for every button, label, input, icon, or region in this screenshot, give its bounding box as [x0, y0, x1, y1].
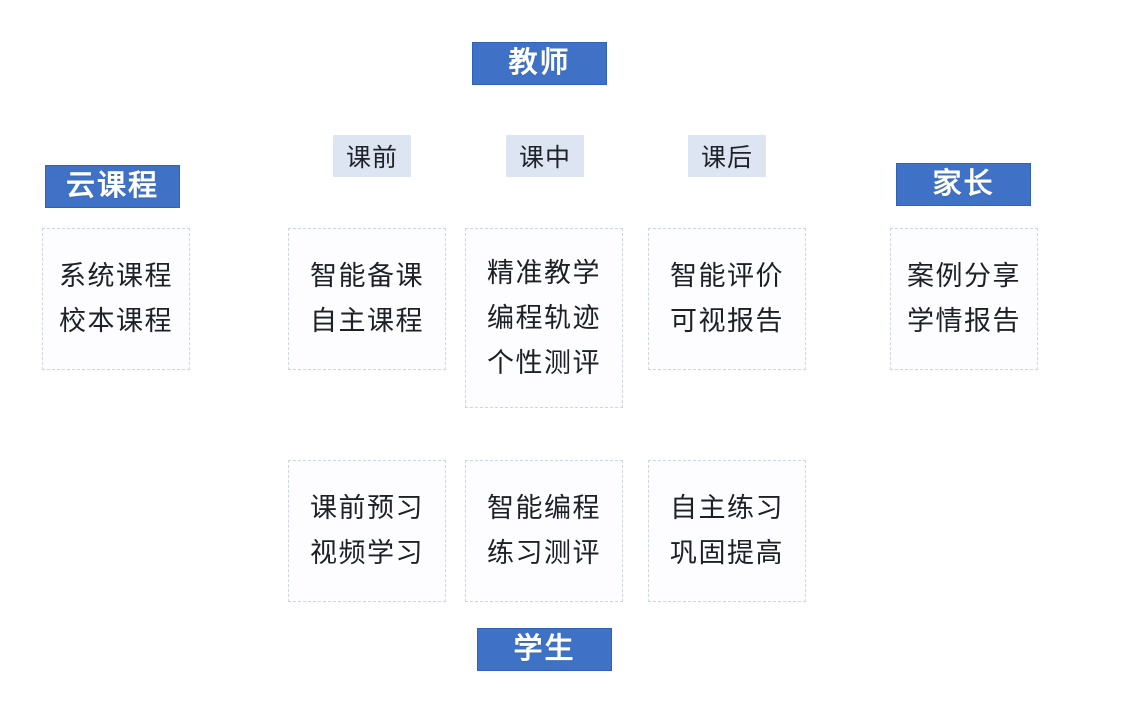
card-line: 自主课程: [310, 306, 424, 336]
card-line: 自主练习: [670, 493, 784, 523]
role-chip-student[interactable]: 学生: [477, 628, 612, 671]
card-line: 练习测评: [487, 538, 601, 568]
card-line: 可视报告: [670, 306, 784, 336]
card-line: 编程轨迹: [487, 302, 601, 333]
card-line: 巩固提高: [670, 538, 784, 568]
role-chip-teacher[interactable]: 教师: [472, 42, 607, 85]
card-line: 课前预习: [310, 493, 424, 523]
card-student-in-class[interactable]: 智能编程 练习测评: [465, 460, 623, 602]
card-student-post-class[interactable]: 自主练习 巩固提高: [648, 460, 806, 602]
role-chip-parent[interactable]: 家长: [896, 163, 1031, 206]
card-student-pre-class[interactable]: 课前预习 视频学习: [288, 460, 446, 602]
card-line: 智能备课: [310, 261, 424, 291]
card-line: 视频学习: [310, 538, 424, 568]
role-chip-student-label: 学生: [513, 633, 576, 665]
card-line: 系统课程: [59, 261, 173, 291]
stage-chip-pre-class-label: 课前: [345, 144, 398, 172]
card-line: 精准教学: [487, 257, 601, 288]
card-teacher-post-class[interactable]: 智能评价 可视报告: [648, 228, 806, 370]
role-chip-teacher-label: 教师: [508, 47, 571, 79]
card-teacher-pre-class[interactable]: 智能备课 自主课程: [288, 228, 446, 370]
card-line: 学情报告: [907, 306, 1021, 336]
card-line: 个性测评: [487, 347, 601, 378]
card-cloud-course[interactable]: 系统课程 校本课程: [42, 228, 190, 370]
card-line: 智能编程: [487, 493, 601, 523]
card-line: 案例分享: [907, 261, 1021, 291]
card-line: 智能评价: [670, 261, 784, 291]
stage-chip-pre-class[interactable]: 课前: [333, 135, 411, 177]
role-chip-cloud-course[interactable]: 云课程: [45, 165, 180, 208]
stage-chip-in-class[interactable]: 课中: [506, 135, 584, 177]
card-line: 校本课程: [59, 306, 173, 336]
role-chip-parent-label: 家长: [932, 168, 995, 200]
stage-chip-in-class-label: 课中: [518, 144, 571, 172]
card-parent[interactable]: 案例分享 学情报告: [890, 228, 1038, 370]
card-teacher-in-class[interactable]: 精准教学 编程轨迹 个性测评: [465, 228, 623, 408]
stage-chip-post-class[interactable]: 课后: [688, 135, 766, 177]
role-chip-cloud-course-label: 云课程: [65, 170, 159, 202]
stage-chip-post-class-label: 课后: [700, 144, 753, 172]
